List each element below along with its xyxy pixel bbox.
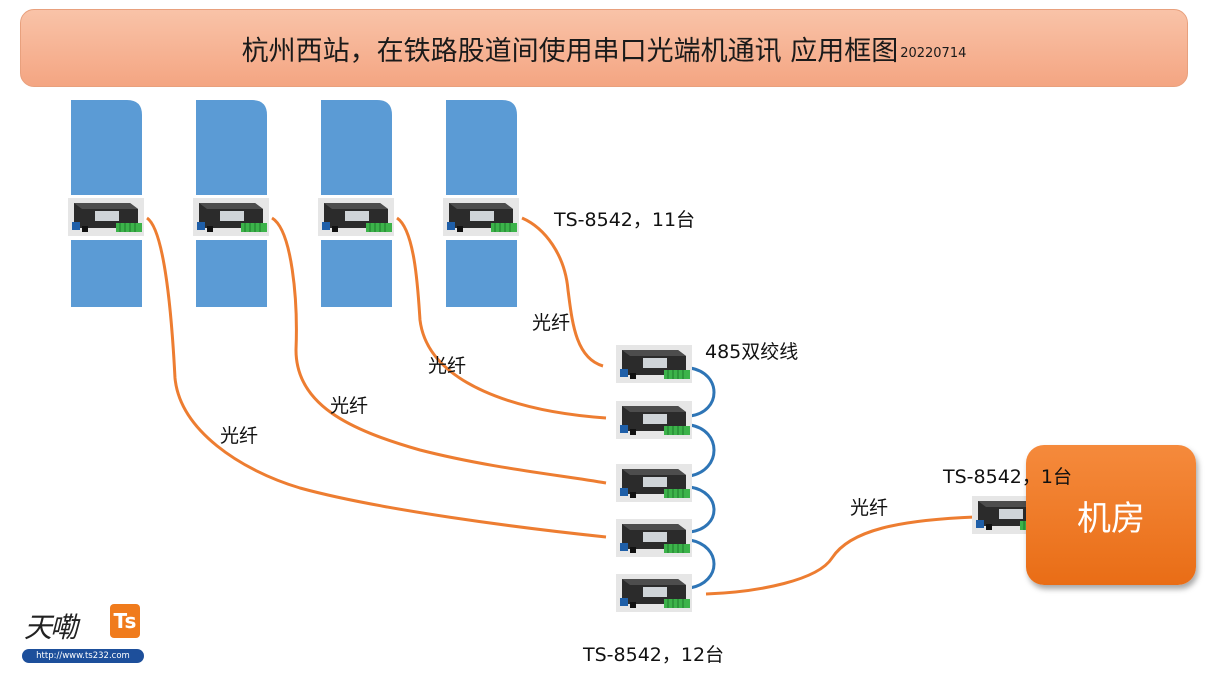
machine-room-label: 机房 bbox=[1077, 498, 1145, 539]
fiber-label-1: 光纤 bbox=[220, 425, 259, 447]
twisted-pair-chain bbox=[689, 366, 716, 590]
track-column-4 bbox=[446, 100, 517, 307]
logo-badge: Ts bbox=[110, 604, 140, 638]
machine-room: 机房 bbox=[1026, 445, 1196, 585]
fiber-label-room: 光纤 bbox=[850, 497, 889, 519]
center-devices-label: TS-8542，12台 bbox=[583, 644, 725, 666]
fiber-modem-top-2 bbox=[192, 197, 270, 237]
room-device-label: TS-8542，1台 bbox=[943, 466, 1072, 488]
fiber-modem-center-4 bbox=[615, 518, 693, 558]
fiber-link-2 bbox=[271, 216, 607, 485]
diagram-title: 杭州西站，在铁路股道间使用串口光端机通讯 应用框图 bbox=[241, 35, 899, 67]
fiber-modem-top-1 bbox=[67, 197, 145, 237]
fiber-link-room bbox=[705, 515, 976, 596]
fiber-label-3: 光纤 bbox=[428, 355, 467, 377]
fiber-label-2: 光纤 bbox=[330, 395, 369, 417]
fiber-modem-center-3 bbox=[615, 463, 693, 503]
diagram-date: 20220714 bbox=[900, 45, 967, 61]
fiber-link-4 bbox=[521, 216, 604, 368]
fiber-modem-top-4 bbox=[442, 197, 520, 237]
logo-url: http://www.ts232.com bbox=[22, 649, 144, 663]
company-logo: 天嘞 Ts http://www.ts232.com bbox=[22, 598, 152, 668]
track-column-3 bbox=[321, 100, 392, 307]
track-column-2 bbox=[196, 100, 267, 307]
fiber-modem-top-3 bbox=[317, 197, 395, 237]
fiber-link-1 bbox=[145, 216, 607, 539]
logo-signature: 天嘞 bbox=[24, 611, 78, 644]
top-devices-label: TS-8542，11台 bbox=[554, 209, 696, 231]
track-column-1 bbox=[71, 100, 142, 307]
fiber-modem-center-1 bbox=[615, 344, 693, 384]
fiber-modem-center-5 bbox=[615, 573, 693, 613]
fiber-label-4: 光纤 bbox=[532, 312, 571, 334]
fiber-modem-center-2 bbox=[615, 400, 693, 440]
twisted-pair-label: 485双绞线 bbox=[705, 341, 799, 363]
fiber-link-3 bbox=[396, 216, 607, 420]
